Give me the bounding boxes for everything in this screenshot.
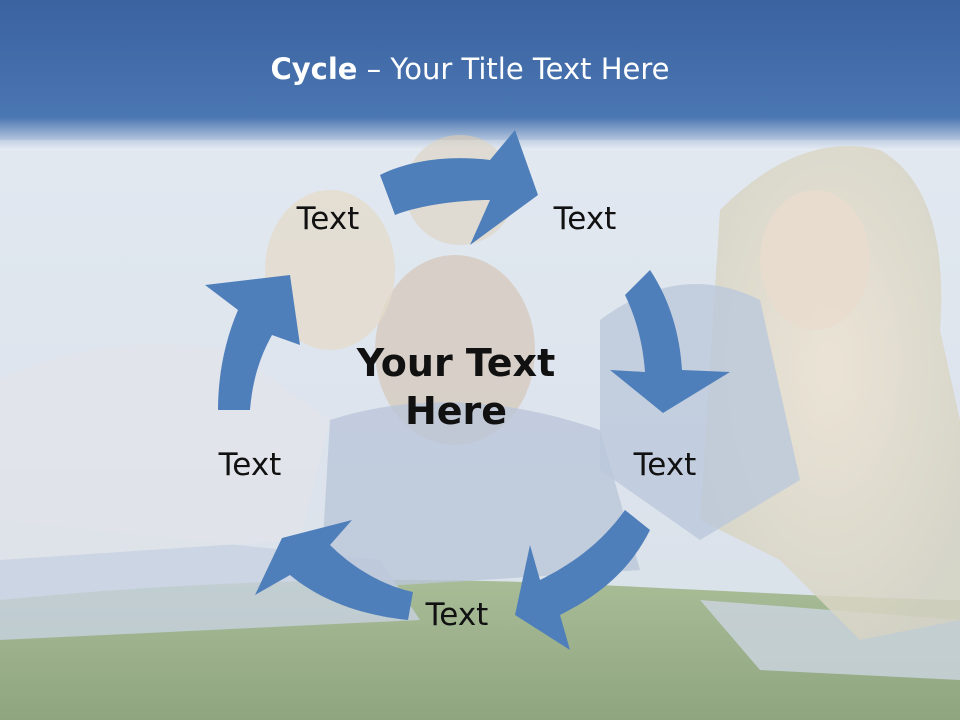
center-text-line1: Your Text <box>356 341 556 385</box>
cycle-arrow-2 <box>610 270 730 413</box>
cycle-label-bottom: Text <box>425 597 489 633</box>
cycle-label-top-left: Text <box>296 201 360 237</box>
cycle-label-top-right: Text <box>553 201 617 237</box>
cycle-arrow-5 <box>205 275 300 410</box>
center-text-line2: Here <box>404 388 508 433</box>
cycle-arrow-1 <box>380 130 538 245</box>
cycle-arrow-4 <box>255 520 413 620</box>
cycle-label-left: Text <box>218 447 282 483</box>
cycle-label-right: Text <box>633 447 697 483</box>
slide-title: Cycle – Your Title Text Here <box>0 52 940 86</box>
cycle-arrow-3 <box>515 510 650 650</box>
title-bold: Cycle <box>270 52 358 86</box>
title-rest: – Your Title Text Here <box>357 52 670 86</box>
center-text: Your Text Here <box>340 340 572 435</box>
